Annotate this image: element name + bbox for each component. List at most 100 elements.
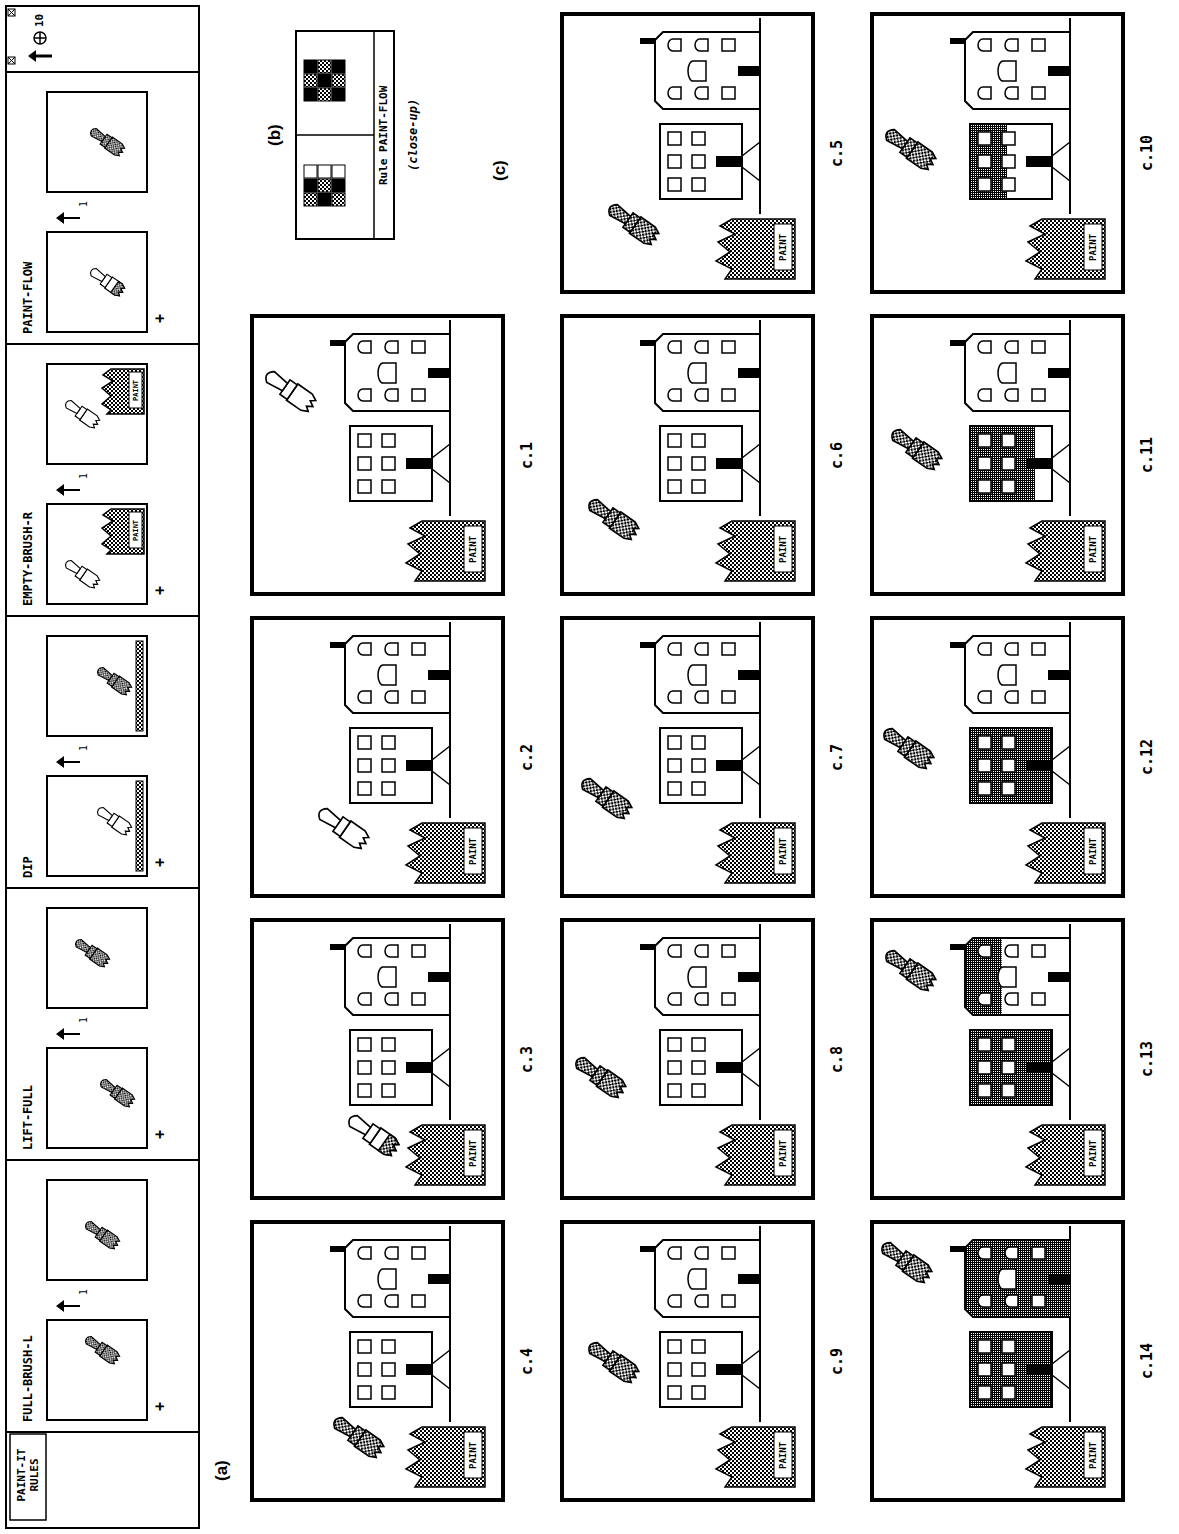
frame-number: c.9 [829, 1347, 846, 1374]
paintbrush [87, 125, 126, 158]
paintbrush [261, 366, 318, 414]
square-window [412, 945, 425, 957]
can-label-ground [464, 1130, 482, 1176]
brush-handle [586, 1340, 612, 1363]
closeup-cell [304, 193, 317, 206]
paintbrush [97, 1076, 136, 1109]
panel-letter: (c) [490, 160, 510, 181]
paint-on-bristles [111, 281, 127, 298]
rule-scene [82, 1218, 121, 1251]
square-window [358, 434, 371, 447]
plus-sign: + [152, 313, 169, 322]
square-window [978, 736, 991, 749]
can-label-ground [1084, 828, 1102, 874]
square-window [358, 1340, 371, 1353]
square-window [382, 1386, 395, 1399]
arrow-head [56, 756, 64, 768]
arched-window [668, 1247, 681, 1259]
house-wall [660, 1332, 742, 1407]
front-step [432, 746, 450, 760]
arched-window [385, 341, 398, 353]
frame-number: c.3 [519, 1045, 536, 1072]
arched-window [1005, 945, 1018, 957]
square-window [358, 759, 371, 772]
brush-handle [89, 127, 106, 143]
scene-frame: PAINTc.8 [560, 918, 815, 1200]
paint-can [406, 1427, 485, 1487]
arched-window [358, 945, 371, 957]
front-step [1052, 1375, 1070, 1389]
square-window [1002, 1061, 1015, 1074]
arched-window [978, 945, 991, 957]
square-window [692, 132, 705, 145]
square-window [412, 643, 425, 655]
house-wall [970, 728, 1052, 803]
closeup-cell [332, 193, 345, 206]
paintbrush [879, 723, 936, 771]
brush-handle [96, 806, 113, 822]
arched-window [688, 665, 706, 685]
arched-window [385, 1247, 398, 1259]
arched-window [688, 967, 706, 987]
square-window [382, 1340, 395, 1353]
can-label: PAINT [468, 1441, 478, 1468]
can-label: PAINT [778, 1441, 788, 1468]
step-count: 1 [78, 201, 90, 207]
arched-window [1005, 341, 1018, 353]
house-wall [965, 636, 1070, 713]
square-window [412, 691, 425, 703]
arched-window [358, 1295, 371, 1307]
square-window [412, 389, 425, 401]
frame-scene [571, 924, 795, 1185]
window-title: PAINT-IT RULES [16, 1439, 41, 1511]
wet-paint [971, 427, 1035, 500]
house-wall [655, 334, 760, 411]
can-label-ground [1084, 1130, 1102, 1176]
arched-window [695, 1247, 708, 1259]
rule-frame [47, 1320, 147, 1420]
rule-row: PAINT-FLOW1+ [7, 72, 198, 344]
target-cross [34, 32, 46, 44]
house-door [738, 1274, 760, 1284]
house-door [406, 1364, 432, 1375]
arched-window [688, 1269, 706, 1289]
square-window [668, 1061, 681, 1074]
square-window [978, 1340, 991, 1353]
target-symbol [34, 32, 46, 44]
scene-frame: PAINTc.7 [560, 616, 815, 898]
arched-window [695, 993, 708, 1005]
rule-scene [62, 369, 144, 430]
can-label: PAINT [132, 379, 140, 400]
paintbrush [584, 494, 641, 542]
house-wall [345, 636, 450, 713]
square-window [722, 1247, 735, 1259]
paintbrush [887, 424, 944, 472]
can-label: PAINT [468, 1139, 478, 1166]
arched-window [358, 341, 371, 353]
arched-window [385, 993, 398, 1005]
scene-frame: PAINTc.14 [870, 1220, 1125, 1502]
square-window [1002, 480, 1015, 493]
square-window [1002, 434, 1015, 447]
brush-handle [84, 1220, 101, 1236]
closeup-cell [304, 179, 317, 192]
front-step [742, 142, 760, 156]
rule-divider [7, 343, 198, 345]
house-door [1026, 760, 1052, 771]
brush-handle [263, 369, 289, 392]
scene-frame: PAINTc.11 [870, 314, 1125, 596]
arrow-shaft [62, 761, 80, 763]
house-wall [655, 636, 760, 713]
paintbrush [881, 124, 938, 172]
square-window [382, 1061, 395, 1074]
front-step [1052, 1048, 1070, 1062]
house-door [738, 972, 760, 982]
closeup-cell [318, 74, 331, 87]
paintbrush [94, 664, 133, 697]
square-window [692, 434, 705, 447]
house-door [716, 1062, 742, 1073]
rule-frame [47, 1048, 147, 1148]
square-window [1002, 1340, 1015, 1353]
brush-handle [74, 938, 91, 954]
house-wall [350, 1332, 432, 1407]
